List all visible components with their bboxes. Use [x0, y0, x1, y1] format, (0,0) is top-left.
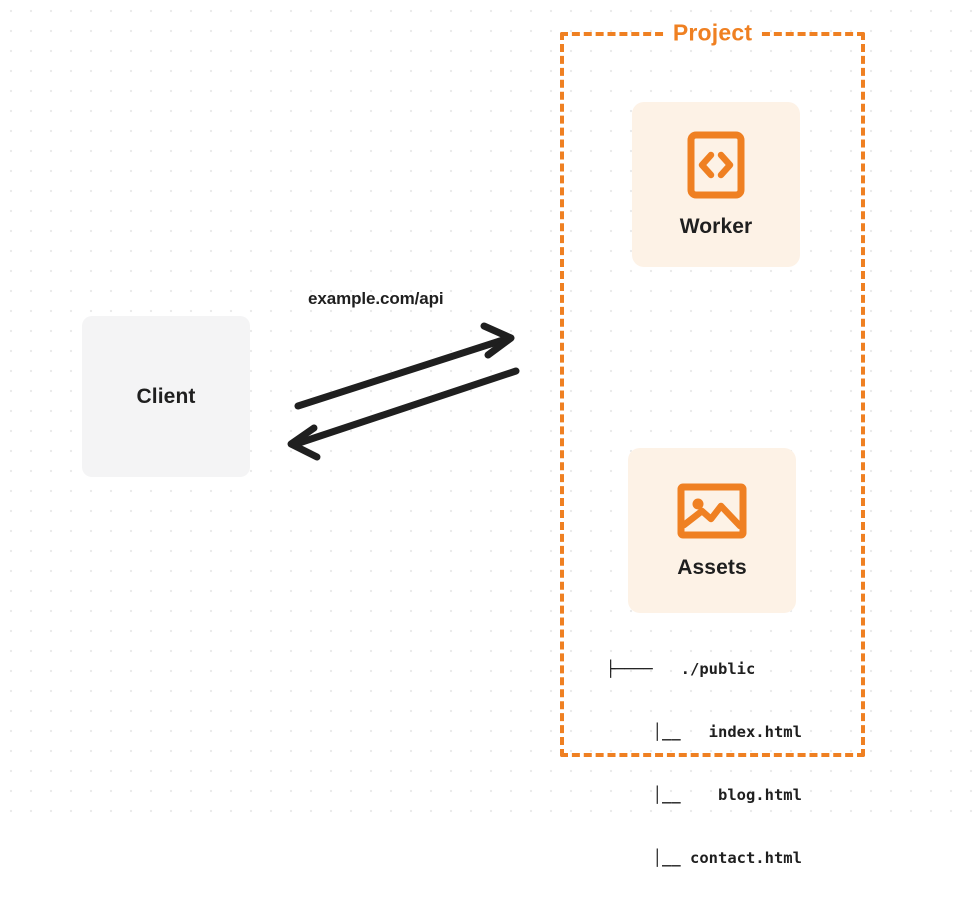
assets-file-tree: ├──── ./public │__ index.html │__ blog.h…: [606, 617, 802, 911]
client-node-label: Client: [136, 384, 196, 408]
worker-node[interactable]: Worker: [632, 102, 800, 267]
project-container: Project: [560, 19, 865, 757]
assets-node[interactable]: Assets: [628, 448, 796, 613]
response-arrow-icon: [287, 367, 520, 461]
code-brackets-icon: [687, 131, 745, 199]
diagram-canvas: Project Client Worker Assets ├──── ./pub: [0, 0, 980, 867]
assets-node-label: Assets: [677, 555, 747, 579]
client-node[interactable]: Client: [82, 316, 250, 477]
project-title-label: Project: [665, 19, 760, 47]
worker-node-label: Worker: [679, 214, 753, 238]
file-tree-row: ├──── ./public: [606, 660, 756, 678]
file-tree-row: │__ index.html: [606, 723, 802, 741]
image-picture-icon: [677, 482, 747, 540]
file-tree-row: │__ contact.html: [606, 849, 802, 867]
file-tree-row: │__ blog.html: [606, 786, 802, 804]
connection-label: example.com/api: [308, 289, 444, 308]
request-arrow-icon: [294, 322, 515, 410]
